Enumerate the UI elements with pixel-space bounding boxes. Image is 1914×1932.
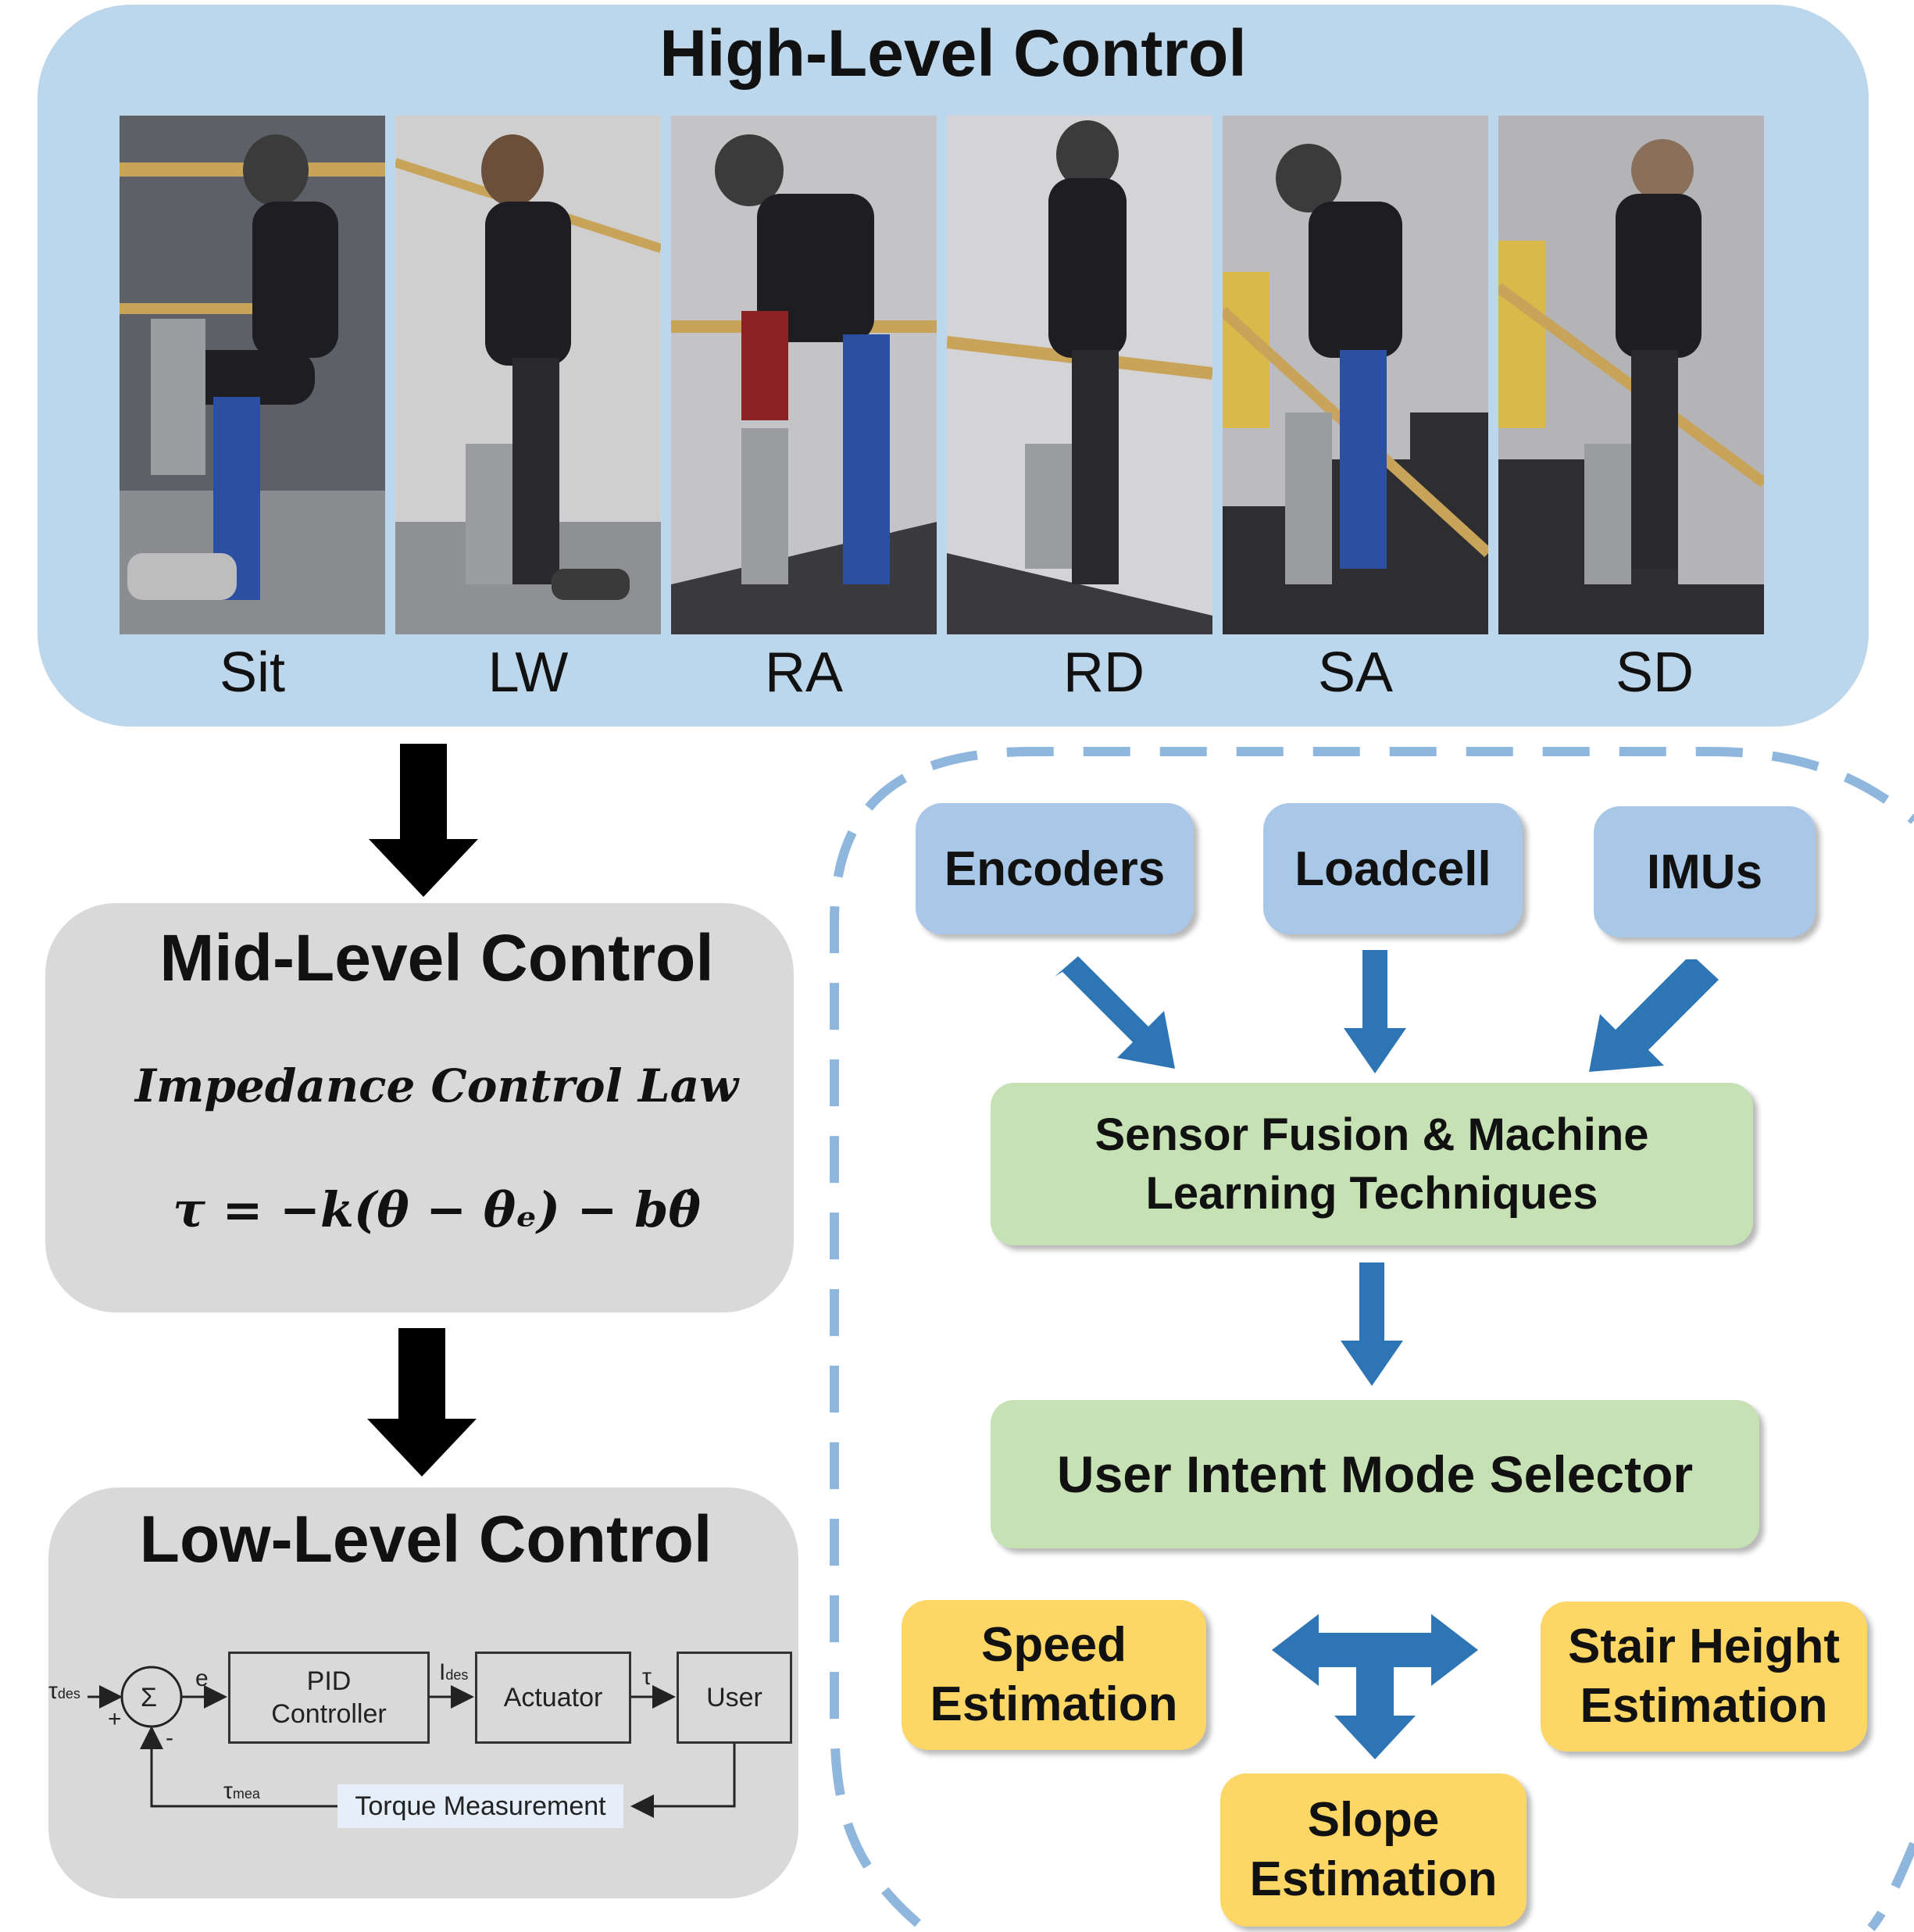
mode-label-sa: SA [1317, 641, 1394, 704]
slope-line2: Estimation [1249, 1852, 1498, 1906]
pid-controller-block: PID Controller [228, 1652, 430, 1744]
low-level-title: Low-Level Control [139, 1502, 712, 1576]
slope-line1: Slope [1307, 1793, 1440, 1848]
mode-label-lw: LW [487, 641, 569, 704]
mode-label-ra: RA [764, 641, 844, 704]
mode-label-sit: Sit [219, 641, 286, 704]
high-to-mid-arrow [369, 744, 478, 897]
plus-sign: + [108, 1706, 122, 1732]
slope-estimation-box: Slope Estimation [1220, 1773, 1527, 1927]
tau-output-label: τ [642, 1664, 652, 1690]
speed-estimation-box: Speed Estimation [902, 1600, 1206, 1750]
fusion-line1: Sensor Fusion & Machine [1094, 1109, 1649, 1160]
mode-label-sd: SD [1615, 641, 1694, 704]
stair-line1: Stair Height [1568, 1620, 1840, 1674]
minus-sign: - [166, 1725, 173, 1751]
block-diagram-wires [87, 1666, 736, 1818]
i-des-label: Ides [439, 1659, 469, 1685]
stair-height-estimation-box: Stair Height Estimation [1541, 1602, 1867, 1752]
sensor-fusion-box: Sensor Fusion & Machine Learning Techniq… [991, 1083, 1753, 1245]
stair-line2: Estimation [1580, 1679, 1828, 1733]
imus-box: IMUs [1594, 806, 1816, 937]
loadcell-box: Loadcell [1263, 803, 1523, 934]
speed-line1: Speed [980, 1618, 1127, 1673]
actuator-block: Actuator [475, 1652, 631, 1744]
photo-ramp-descent [947, 116, 1212, 634]
photo-stair-ascent [1223, 116, 1488, 634]
pid-line1: PID [306, 1666, 352, 1696]
encoders-box: Encoders [916, 803, 1194, 934]
photo-level-walk [395, 116, 661, 634]
photo-ramp-ascent [671, 116, 937, 634]
mid-level-panel [45, 903, 794, 1312]
mid-to-low-arrow [367, 1328, 477, 1477]
mode-label-rd: RD [1063, 641, 1144, 704]
error-label: e [195, 1666, 209, 1691]
fusion-line2: Learning Techniques [1145, 1168, 1598, 1219]
pid-line2: Controller [271, 1699, 387, 1729]
tau-des-label: τdes [48, 1678, 80, 1704]
impedance-equation: τ = −k(θ − θₑ) − bθ̇ [173, 1181, 701, 1238]
user-intent-mode-selector-box: User Intent Mode Selector [991, 1400, 1759, 1548]
speed-line2: Estimation [930, 1677, 1178, 1731]
user-block: User [677, 1652, 792, 1744]
impedance-law-name: Impedance Control Law [134, 1059, 739, 1112]
fusion-to-selector-arrow [1341, 1262, 1403, 1386]
mid-level-title: Mid-Level Control [159, 921, 714, 995]
encoders-to-fusion-arrow [1055, 956, 1175, 1069]
sum-symbol: Σ [141, 1683, 158, 1712]
torque-measurement-block: Torque Measurement [337, 1784, 623, 1828]
photo-stair-descent [1498, 116, 1764, 634]
selector-to-estimations-arrow [1272, 1614, 1478, 1759]
high-level-title: High-Level Control [659, 16, 1247, 90]
photo-sit [120, 116, 385, 634]
tau-mea-label: τmea [223, 1778, 260, 1804]
imus-to-fusion-arrow [1589, 959, 1719, 1072]
loadcell-to-fusion-arrow [1344, 950, 1406, 1073]
